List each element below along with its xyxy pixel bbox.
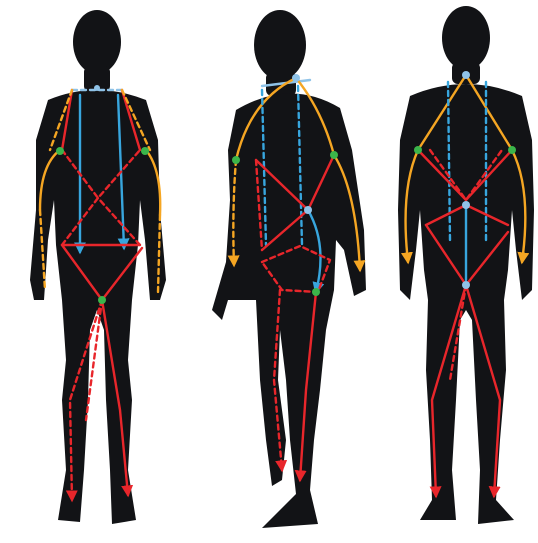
back-view-figure [398, 6, 534, 524]
three-quarter-back-view-silhouette [212, 10, 366, 528]
three-quarter-back-view-figure [212, 10, 366, 528]
front-view-figure [30, 10, 166, 524]
